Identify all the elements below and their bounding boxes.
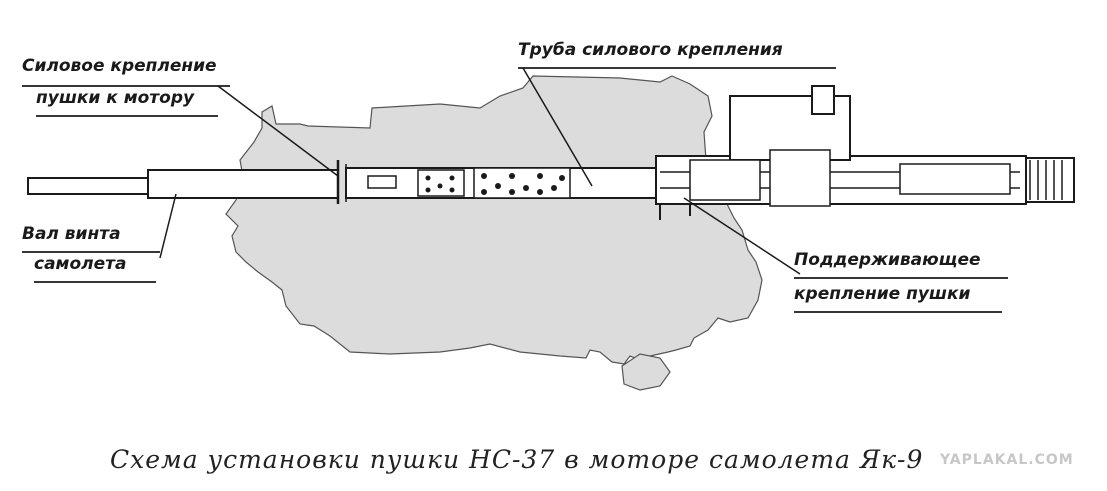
label-power-mount-line2: пушки к мотору	[36, 88, 195, 108]
muzzle-slot	[367, 175, 397, 189]
label-support-mount-line2: крепление пушки	[794, 284, 971, 304]
label-power-mount-line1: Силовое крепление	[22, 56, 217, 76]
label-power-tube: Труба силового крепления	[518, 40, 783, 60]
label-support-mount-line1: Поддерживающее	[794, 250, 981, 270]
diagram-caption: Схема установки пушки НС-37 в моторе сам…	[110, 445, 924, 474]
cannon-breech	[655, 85, 1075, 220]
barrel-holes	[425, 173, 565, 195]
engine-lower-outcrop	[621, 353, 671, 391]
watermark: YAPLAKAL.COM	[940, 452, 1074, 468]
label-prop-shaft-line2: самолета	[34, 254, 127, 274]
muzzle-brake-section	[417, 169, 465, 197]
engine-silhouette	[225, 75, 763, 365]
label-underlines	[22, 67, 1008, 313]
leader-lines	[159, 67, 801, 275]
shaft-sleeve	[147, 169, 339, 199]
label-prop-shaft-line1: Вал винта	[22, 224, 121, 244]
perforated-section	[473, 167, 571, 199]
propeller-shaft	[27, 177, 149, 195]
